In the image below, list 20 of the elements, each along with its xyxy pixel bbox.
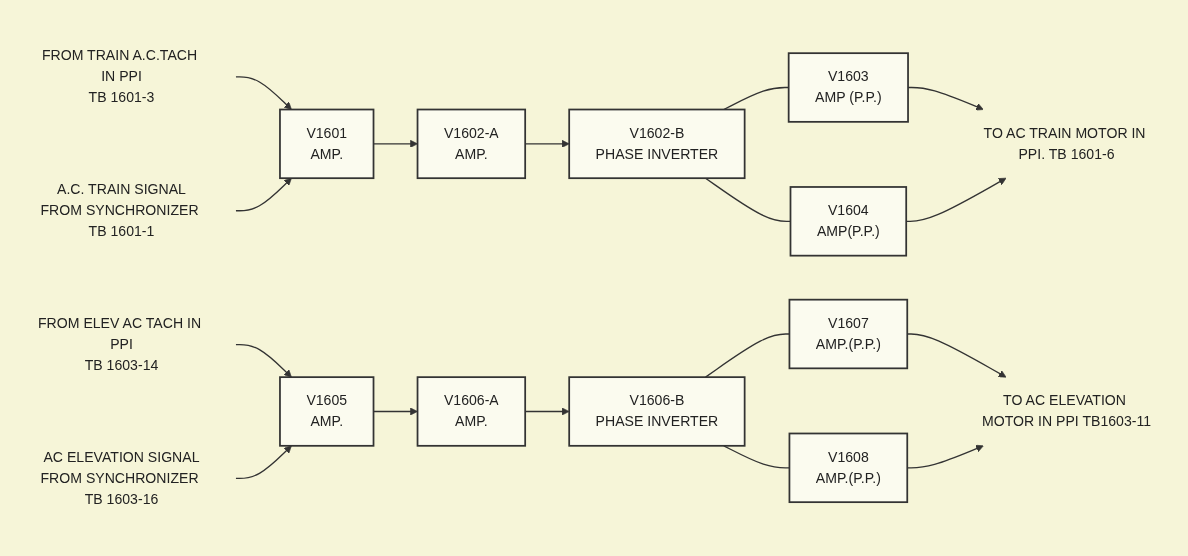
node-text: AC ELEVATION SIGNAL FROM SYNCHRONIZER TB 1603-16	[40, 449, 200, 507]
node-box: V1607 AMP.(P.P.)	[788, 299, 909, 370]
node-text: FROM TRAIN A.C.TACH IN PPI TB 1601-3	[41, 48, 198, 106]
node-text: FROM ELEV AC TACH IN PPI TB 1603-14	[38, 315, 202, 374]
node-box: V1605 AMP.	[279, 376, 375, 447]
arrow	[235, 344, 292, 378]
node-text: TO AC TRAIN MOTOR IN PPI. TB 1601-6	[983, 125, 1146, 162]
node-box: V1602-A AMP.	[416, 108, 527, 180]
node-text: A.C. TRAIN SIGNAL FROM SYNCHRONIZER TB 1601-1	[40, 182, 199, 240]
node-box: V1603 AMP (P.P.)	[787, 52, 909, 124]
node-text: TO AC ELEVATION MOTOR IN PPI TB1603-11	[981, 393, 1152, 430]
node-box: V1606-B PHASE INVERTER	[568, 376, 746, 447]
node-box: V1602-B PHASE INVERTER	[568, 108, 746, 180]
node-box: V1606-A AMP.	[416, 376, 527, 447]
arrow	[235, 76, 292, 111]
node-box: V1601 AMP.	[279, 108, 375, 180]
node-box: V1608 AMP.(P.P.)	[788, 432, 909, 504]
node-box: V1604 AMP(P.P.)	[789, 186, 908, 257]
arrow	[235, 178, 292, 212]
arrow	[235, 445, 292, 480]
